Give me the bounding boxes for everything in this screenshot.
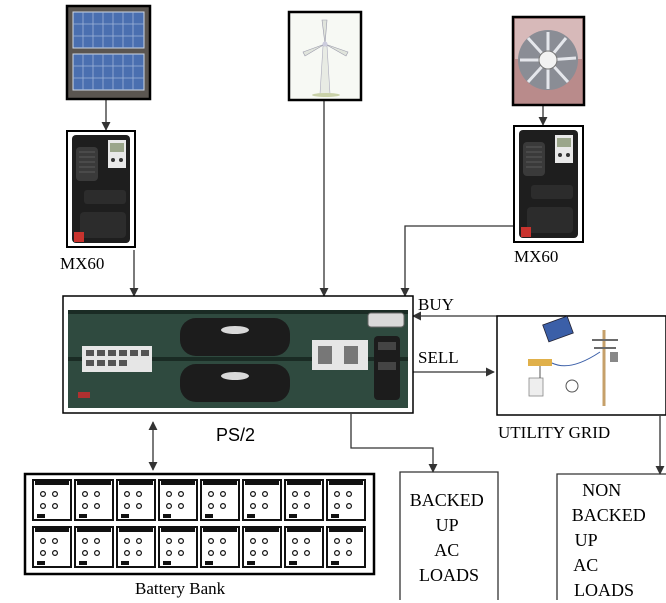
solar-panel-icon xyxy=(65,4,152,101)
nonbacked-loads-line-2: BACKED xyxy=(572,505,646,525)
inverter-stack-icon xyxy=(68,310,408,408)
sell-label: SELL xyxy=(418,348,459,367)
charge-controller-left: MX60 xyxy=(60,130,136,273)
svg-text:NON BACKED UP: NON BACKED UP AC LOADS xyxy=(572,480,651,600)
charge-controller-right: MX60 xyxy=(513,125,584,266)
nonbacked-loads-line-5: LOADS xyxy=(574,580,634,600)
non-backed-up-loads: NON BACKED UP AC LOADS xyxy=(556,473,666,600)
battery-cell xyxy=(32,526,72,568)
mx60-right-label: MX60 xyxy=(514,247,558,266)
backed-loads-line-1: BACKED xyxy=(410,490,484,510)
nonbacked-loads-line-1: NON xyxy=(582,480,621,500)
charge-controller-icon xyxy=(513,125,584,243)
utility-grid: UTILITY GRID xyxy=(496,315,666,442)
inverter-label: PS/2 xyxy=(216,425,255,445)
battery-cell xyxy=(116,479,156,521)
nonbacked-loads-line-4: AC xyxy=(573,555,598,575)
battery-cell xyxy=(326,479,366,521)
battery-cell xyxy=(242,526,282,568)
battery-bank-icon xyxy=(23,472,376,576)
ps2-to-backed-loads-arrow xyxy=(350,414,438,473)
battery-cell xyxy=(158,479,198,521)
wind-turbine-icon xyxy=(287,10,363,102)
buy-label: BUY xyxy=(418,295,454,314)
battery-cell xyxy=(242,479,282,521)
utility-grid-icon xyxy=(528,315,618,406)
svg-text:BACKED UP AC: BACKED UP AC LOADS xyxy=(410,490,489,585)
backed-up-loads: BACKED UP AC LOADS xyxy=(399,471,499,600)
hydro-turbine-icon xyxy=(511,15,586,107)
battery-cell xyxy=(116,526,156,568)
nonbacked-loads-line-3: UP xyxy=(575,530,598,550)
mx60-right-to-ps2-arrow xyxy=(400,225,514,297)
mx60-left-label: MX60 xyxy=(60,254,104,273)
battery-bank-label: Battery Bank xyxy=(135,579,226,598)
battery-cell xyxy=(326,526,366,568)
battery-cell xyxy=(284,479,324,521)
battery-cell xyxy=(74,526,114,568)
backed-loads-line-3: AC xyxy=(434,540,459,560)
battery-cell xyxy=(200,526,240,568)
battery-cell xyxy=(284,526,324,568)
backed-loads-line-2: UP xyxy=(436,515,459,535)
inverter-ps2: PS/2 xyxy=(62,295,414,445)
battery-cell xyxy=(158,526,198,568)
battery-bank: Battery Bank xyxy=(23,472,376,598)
utility-grid-label: UTILITY GRID xyxy=(498,423,610,442)
battery-cell xyxy=(32,479,72,521)
charge-controller-icon xyxy=(66,130,136,248)
battery-cell xyxy=(200,479,240,521)
battery-cell xyxy=(74,479,114,521)
backed-loads-line-4: LOADS xyxy=(419,565,479,585)
